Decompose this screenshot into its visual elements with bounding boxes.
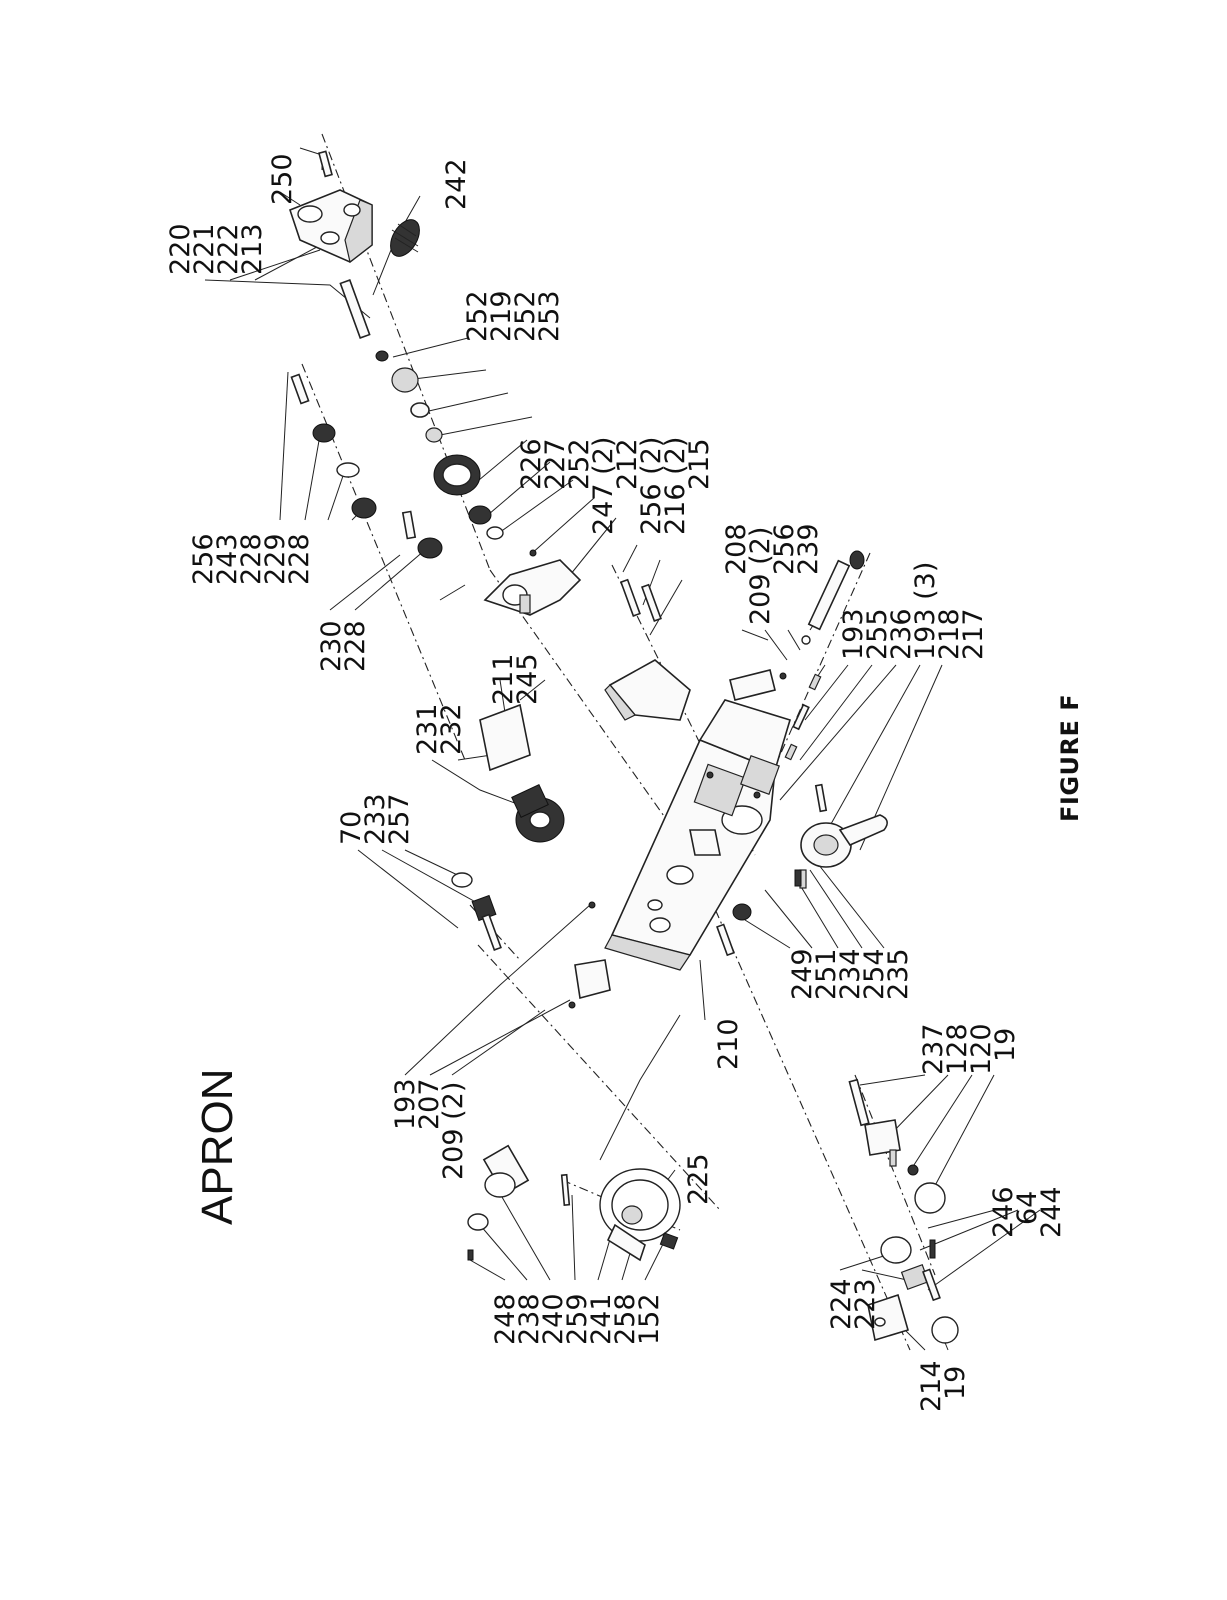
part-callout: 70 [336,811,367,845]
figure-label-group: FIGURE F [1056,694,1084,822]
part-callout: 120 [966,1023,997,1075]
part-callout: 128 [942,1023,973,1075]
part-callout: 228 [340,620,371,672]
part-callout: 193 [838,608,869,660]
part-callout: 64 [1012,1191,1043,1225]
part-callout: 239 [793,523,824,575]
stud-249-251 [716,869,802,957]
apron-housing-210 [604,699,791,971]
part-callout: 234 [835,948,866,1000]
part-callout: 250 [267,153,298,205]
part-callout: 233 [360,793,391,845]
part-callout: 211 [488,653,519,705]
part-callout: 220 [165,223,196,275]
part-callout: 193 (3) [910,562,941,660]
part-callout: 244 [1036,1186,1067,1238]
part-callout: 207 [414,1078,445,1130]
shaft-220 [339,279,443,443]
part-callout: 228 [236,533,267,585]
part-callout: 236 [886,608,917,660]
part-callout: 232 [436,703,467,755]
part-callout: 255 [862,608,893,660]
bracket-215 [604,578,691,721]
part-callout: 228 [284,533,315,585]
shaft-239 [801,550,865,645]
part-callout: 257 [384,793,415,845]
diagram-title: APRON [193,1069,242,1225]
lever-assembly-214 [867,1236,959,1344]
part-callout: 256 [769,523,800,575]
part-callout: 216 (2) [660,437,691,535]
plunger-237 [848,1078,946,1214]
part-callout: 209 (2) [438,1082,469,1180]
part-callout: 242 [441,158,472,210]
part-callout: 248 [490,1293,521,1345]
part-callout: 252 [564,438,595,490]
part-callout: 19 [990,1028,1021,1062]
part-callout: 252 [462,290,493,342]
part-callout: 217 [958,608,989,660]
part-callout: 245 [512,653,543,705]
title-group: APRON [193,1069,242,1225]
figure-label: FIGURE F [1056,694,1084,822]
bracket-213 [289,189,373,264]
part-callout: 209 (2) [745,527,776,625]
part-callout: 259 [562,1293,593,1345]
part-callout: 251 [811,948,842,1000]
part-callouts: 250 242 220 221 222 213 252 219 252 253 … [165,153,1067,1412]
part-callout: 252 [510,290,541,342]
pins-193-255-236 [784,673,822,761]
part-callout: 256 (2) [636,437,667,535]
block-208 [729,669,787,701]
part-callout: 247 (2) [588,437,619,535]
part-callout: 243 [212,533,243,585]
part-callout: 226 [516,438,547,490]
part-callout: 214 [916,1360,947,1412]
part-callout: 218 [934,608,965,660]
part-callout: 258 [610,1293,641,1345]
part-callout: 254 [859,948,890,1000]
part-callout: 215 [684,438,715,490]
screw-250 [318,150,333,178]
part-callout: 19 [940,1366,971,1400]
part-callout: 246 [988,1186,1019,1238]
handwheel-225 [560,1168,681,1262]
part-callout: 256 [188,533,219,585]
part-callout: 240 [538,1293,569,1345]
part-callout: 208 [721,523,752,575]
part-callout: 253 [534,290,565,342]
part-callout: 230 [316,620,347,672]
part-callout: 225 [683,1153,714,1205]
part-callout: 212 [612,438,643,490]
part-callout: 210 [713,1018,744,1070]
lever-217 [799,783,888,889]
part-callout: 223 [850,1278,881,1330]
part-callout: 224 [826,1278,857,1330]
part-callout: 229 [260,533,291,585]
part-callout: 237 [918,1023,949,1075]
gear-cluster [290,373,443,559]
part-callout: 193 [390,1078,421,1130]
part-callout: 227 [540,438,571,490]
part-callout: 219 [486,290,517,342]
part-callout: 238 [514,1293,545,1345]
part-callout: 241 [586,1293,617,1345]
block-207 [568,901,611,1009]
part-callout: 152 [634,1293,665,1345]
assembly-axes [301,133,936,1351]
part-callout: 231 [412,703,443,755]
part-callout: 221 [189,223,220,275]
pinion-233 [451,872,502,951]
part-callout: 235 [883,948,914,1000]
part-callout: 249 [787,948,818,1000]
gear-231 [479,703,565,843]
part-callout: 222 [213,223,244,275]
dial-240 [467,1144,530,1261]
worm-242 [390,219,420,257]
part-callout: 213 [237,223,268,275]
lever-bracket-211 [483,549,582,616]
gear-226 [433,454,504,540]
